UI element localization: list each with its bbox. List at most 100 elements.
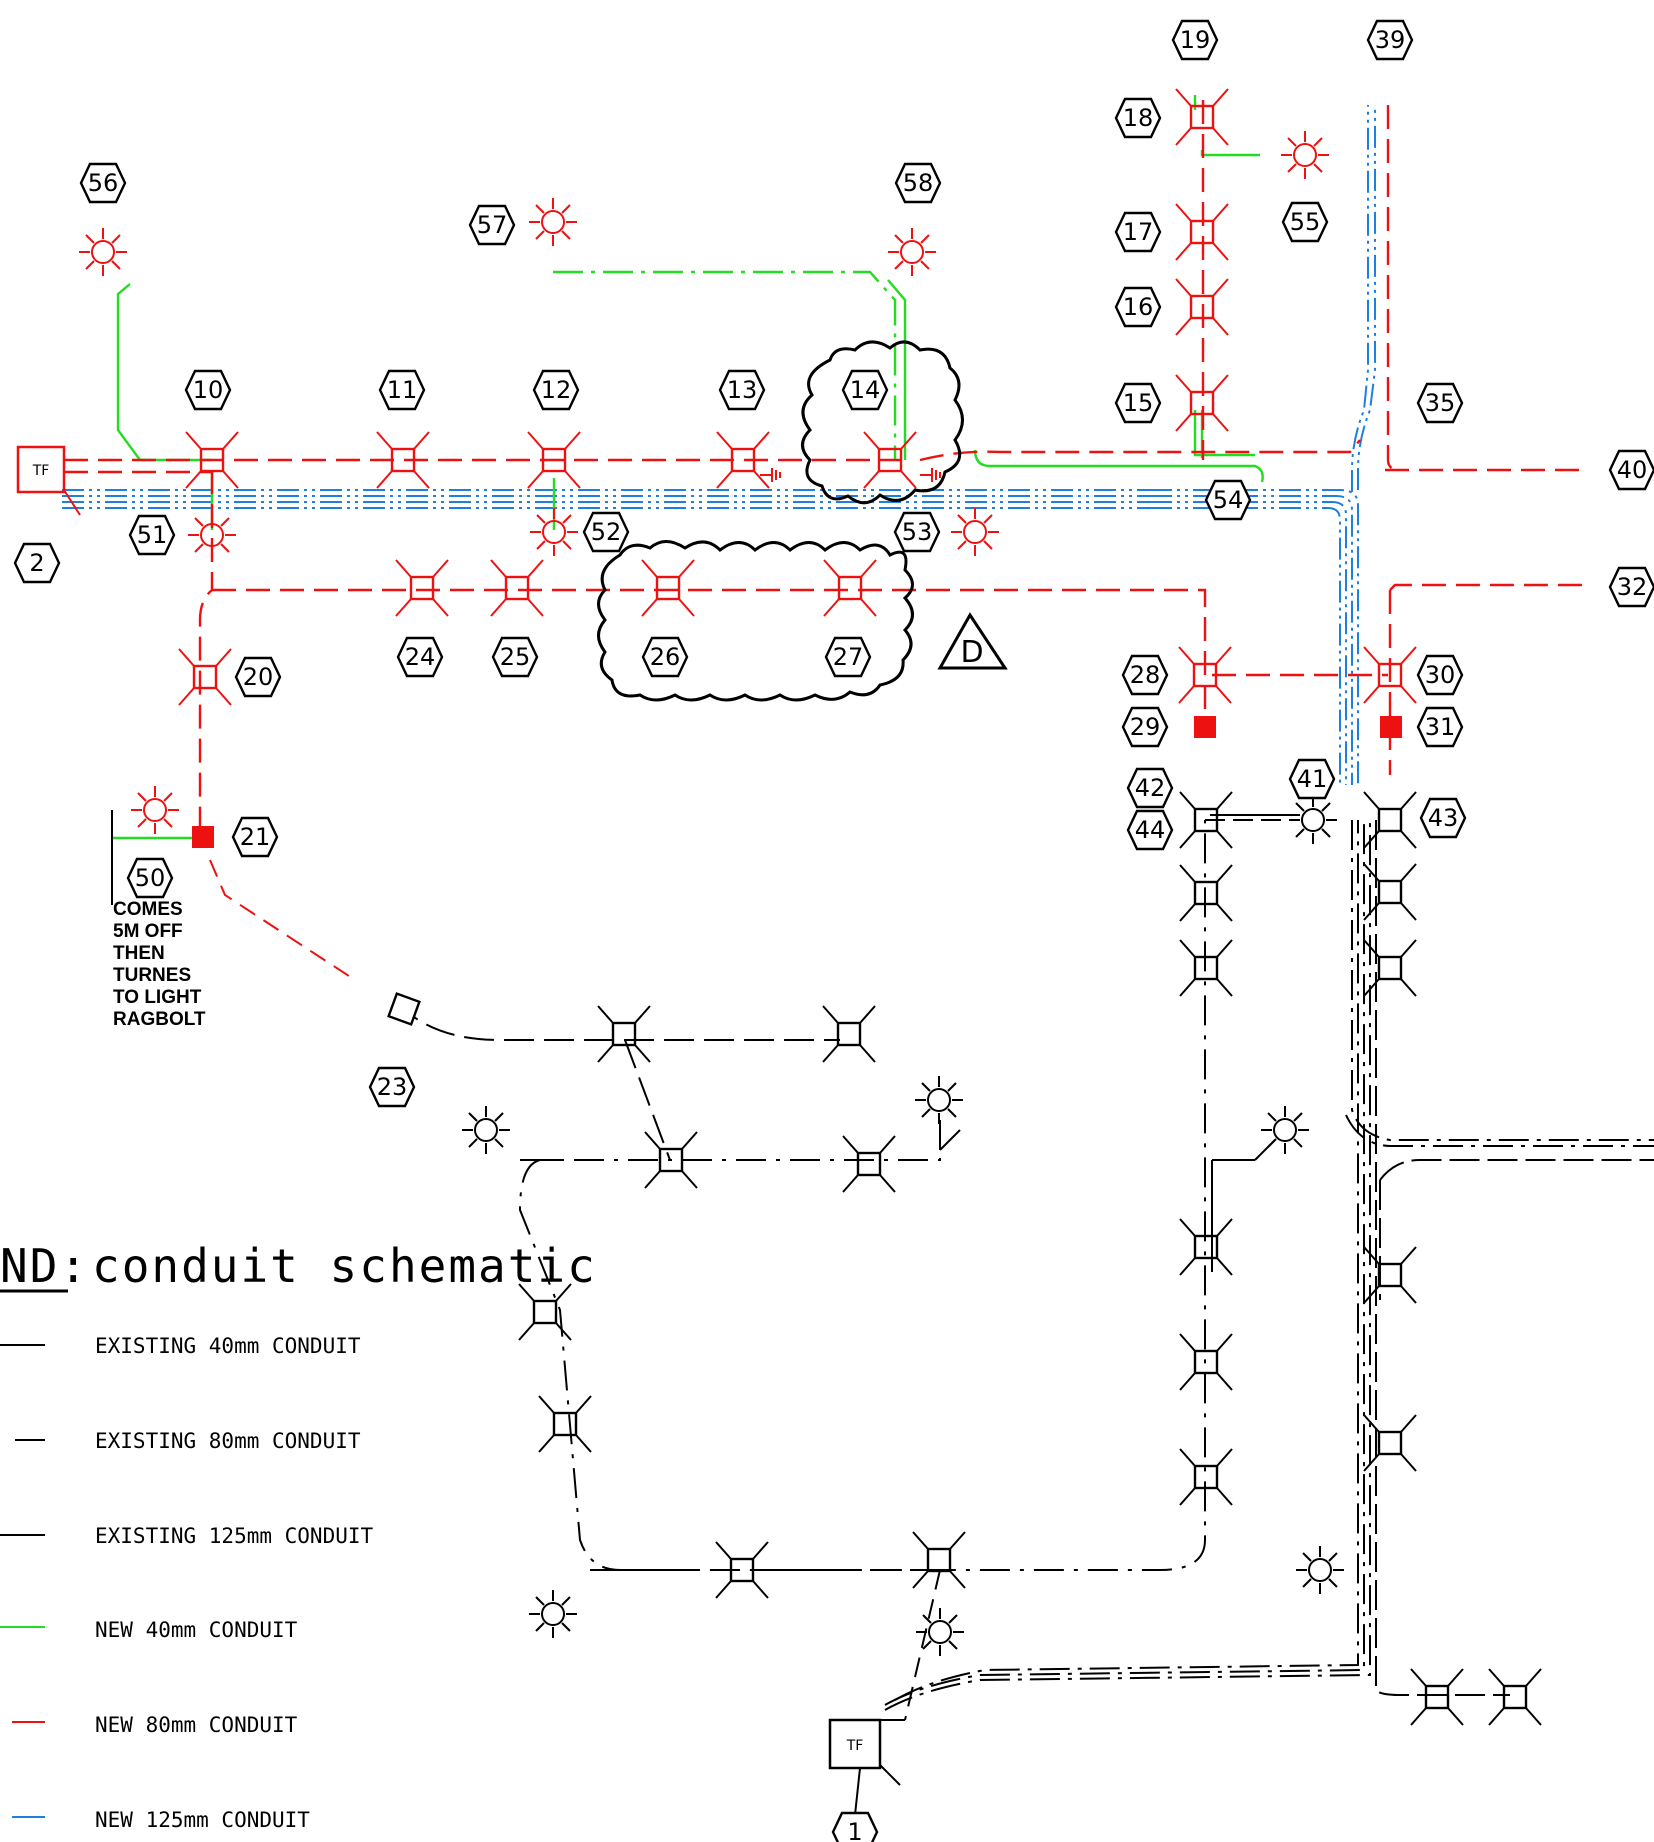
node-label-text: 57 [477, 211, 508, 239]
node-label-text: 42 [1135, 774, 1166, 802]
existing-fixtures [387, 790, 1543, 1727]
node-label-text: 56 [88, 169, 119, 197]
node-label-11: 11 [378, 369, 426, 411]
node-label-19: 19 [1171, 19, 1219, 61]
node-label-10: 10 [184, 369, 232, 411]
node-label-text: 39 [1375, 26, 1406, 54]
note-line-6: RAGBOLT [113, 1009, 206, 1030]
node-label-53: 53 [893, 511, 941, 553]
node-label-text: 16 [1123, 293, 1154, 321]
node-label-text: 35 [1425, 389, 1456, 417]
node-label-text: 10 [193, 376, 224, 404]
node-label-51: 51 [128, 514, 176, 556]
node-label-text: 13 [727, 376, 758, 404]
node-label-text: 50 [135, 864, 166, 892]
legend-title-partial: ND: [0, 1239, 89, 1293]
node-label-text: 25 [500, 643, 531, 671]
node-label-24: 24 [396, 636, 444, 678]
node-label-27: 27 [824, 636, 872, 678]
node-label-31: 31 [1416, 706, 1464, 748]
node-label-14: 14 [841, 369, 889, 411]
svg-text:TF: TF [846, 1738, 864, 1754]
new-40mm-conduit-runs [112, 95, 1264, 840]
revision-marker: D [960, 635, 983, 670]
node-label-23: 23 [368, 1066, 416, 1108]
revision-triangle: D [937, 612, 1008, 670]
legend: ND: conduit schematic EXISTING 40mm COND… [0, 1239, 597, 1832]
node-label-text: 40 [1617, 456, 1648, 484]
node-label-text: 29 [1130, 713, 1161, 741]
node-label-57: 57 [468, 204, 516, 246]
legend-item-existing-40mm: EXISTING 40mm CONDUIT [95, 1334, 361, 1358]
node-label-2: 2 [13, 542, 61, 584]
node-label-text: 2 [29, 549, 44, 577]
node-label-28: 28 [1121, 654, 1169, 696]
node-label-text: 52 [591, 518, 622, 546]
node-label-25: 25 [491, 636, 539, 678]
node-label-text: 31 [1425, 713, 1456, 741]
legend-item-new-40mm: NEW 40mm CONDUIT [95, 1618, 298, 1642]
node-label-50: 50 [126, 857, 174, 899]
node-label-35: 35 [1416, 382, 1464, 424]
node-label-29: 29 [1121, 706, 1169, 748]
note-line-4: TURNES [113, 965, 191, 986]
node-label-text: 11 [387, 376, 418, 404]
node-label-56: 56 [79, 162, 127, 204]
node-label-text: 24 [405, 643, 436, 671]
new-fixtures [78, 87, 1418, 848]
node-label-text: 23 [377, 1073, 408, 1101]
new-125mm-conduit-runs [62, 105, 1376, 785]
legend-item-new-125mm: NEW 125mm CONDUIT [95, 1808, 310, 1832]
node-label-text: 58 [903, 169, 934, 197]
node-label-40: 40 [1608, 449, 1654, 491]
legend-item-existing-80mm: EXISTING 80mm CONDUIT [95, 1429, 361, 1453]
node-label-text: 21 [240, 823, 271, 851]
node-label-44: 44 [1126, 809, 1174, 851]
node-label-text: 53 [902, 518, 933, 546]
node-label-15: 15 [1114, 382, 1162, 424]
node-label-text: 14 [850, 376, 881, 404]
legend-title: conduit schematic [92, 1239, 597, 1293]
note-line-1: COMES [113, 899, 183, 920]
node-label-text: 18 [1123, 104, 1154, 132]
node-label-41: 41 [1288, 758, 1336, 800]
new-80mm-conduit-runs [64, 100, 1585, 840]
node-label-52: 52 [582, 511, 630, 553]
node-label-18: 18 [1114, 97, 1162, 139]
node-label-text: 54 [1213, 486, 1244, 514]
node-label-55: 55 [1281, 201, 1329, 243]
node-label-text: 27 [833, 643, 864, 671]
node-label-text: 17 [1123, 218, 1154, 246]
node-label-text: 28 [1130, 661, 1161, 689]
node-label-32: 32 [1608, 566, 1654, 608]
existing-conduit-runs [209, 814, 1654, 1721]
node-label-12: 12 [532, 369, 580, 411]
node-label-21: 21 [231, 816, 279, 858]
node-label-54: 54 [1204, 479, 1252, 521]
note-line-3: THEN [113, 943, 165, 964]
node-label-42: 42 [1126, 767, 1174, 809]
node-label-text: 41 [1297, 765, 1328, 793]
node-label-text: 1 [847, 1818, 862, 1842]
node-label-16: 16 [1114, 286, 1162, 328]
node-label-20: 20 [234, 656, 282, 698]
node-label-30: 30 [1416, 654, 1464, 696]
node-label-text: 19 [1180, 26, 1211, 54]
node-label-text: 30 [1425, 661, 1456, 689]
node-label-text: 44 [1135, 816, 1166, 844]
revision-clouds [597, 340, 964, 702]
field-note: COMES 5M OFF THEN TURNES TO LIGHT RAGBOL… [111, 810, 206, 1030]
svg-text:TF: TF [32, 463, 50, 479]
transformer-bottom: TF [828, 1718, 901, 1816]
node-label-text: 15 [1123, 389, 1154, 417]
node-label-13: 13 [718, 369, 766, 411]
node-label-text: 43 [1428, 804, 1459, 832]
node-label-58: 58 [894, 162, 942, 204]
note-line-2: 5M OFF [113, 921, 183, 942]
node-label-text: 32 [1617, 573, 1648, 601]
node-label-26: 26 [641, 636, 689, 678]
node-label-text: 51 [137, 521, 168, 549]
legend-item-new-80mm: NEW 80mm CONDUIT [95, 1713, 298, 1737]
